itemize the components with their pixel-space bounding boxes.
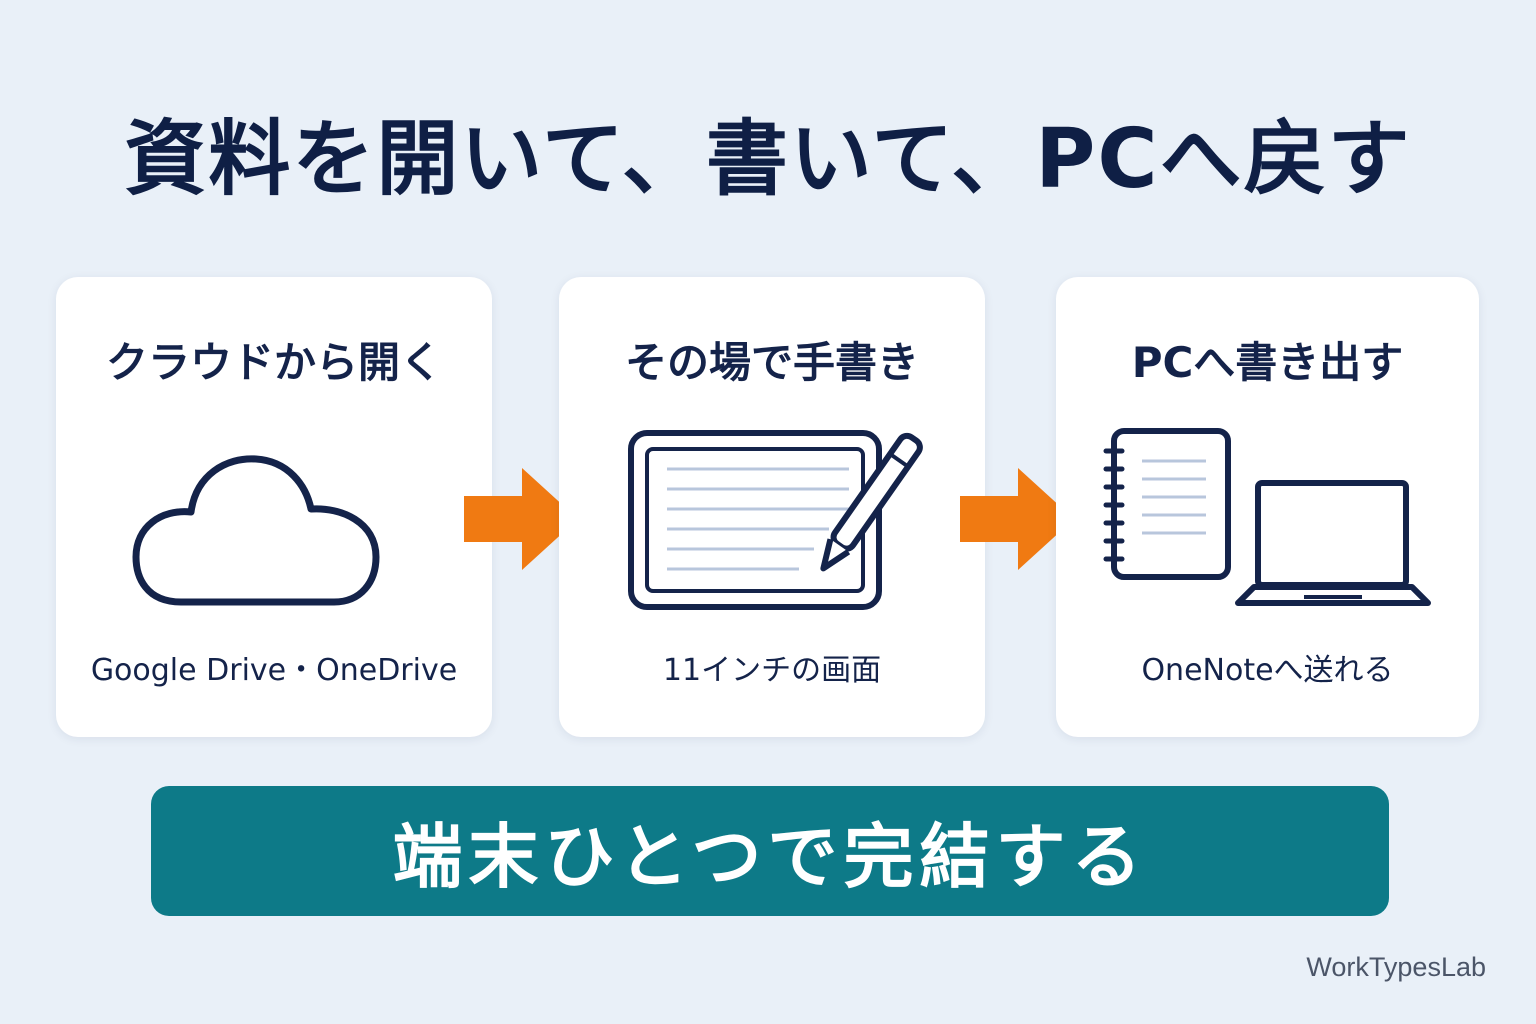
step-caption: Google Drive・OneDrive <box>90 653 458 688</box>
step-card-handwrite: その場で手書き 11インチの画面 <box>559 277 985 737</box>
brand-logo-text: WorkTypesLab <box>1306 952 1486 982</box>
step-card-export: PCへ書き出す OneNoteへ送れる <box>1056 277 1479 737</box>
step-caption: OneNoteへ送れる <box>1141 653 1394 688</box>
step-heading: PCへ書き出す <box>1131 338 1404 387</box>
tablet-pen-icon <box>628 430 923 610</box>
step-heading: クラウドから開く <box>105 338 442 387</box>
arrow-right-icon <box>960 468 1074 570</box>
arrow-right-icon <box>464 468 578 570</box>
banner-text: 端末ひとつで完結する <box>392 815 1148 898</box>
cloud-icon <box>132 455 380 606</box>
step-heading: その場で手書き <box>624 338 919 387</box>
summary-banner: 端末ひとつで完結する <box>151 786 1389 916</box>
step-card-cloud: クラウドから開く Google Drive・OneDrive <box>56 277 492 737</box>
step-caption: 11インチの画面 <box>662 653 882 688</box>
page-title: 資料を開いて、書いて、PCへ戻す <box>124 112 1412 207</box>
notebook-laptop-icon <box>1103 428 1431 606</box>
